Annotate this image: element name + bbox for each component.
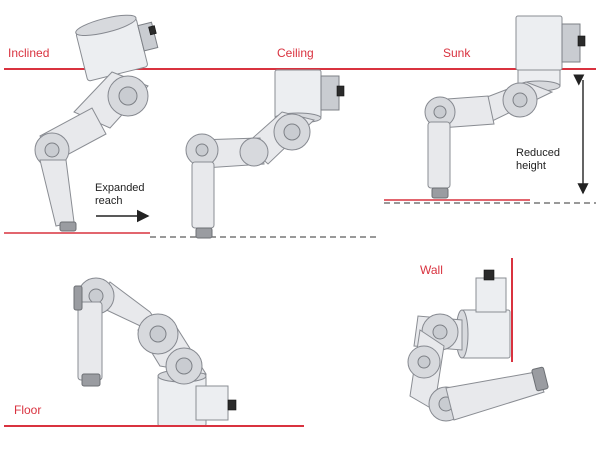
robot-inclined <box>34 14 159 232</box>
label-expanded-line2: reach <box>95 195 123 207</box>
robot-ceiling <box>185 69 345 239</box>
label-inclined: Inclined <box>8 46 49 60</box>
label-ceiling: Ceiling <box>277 46 314 60</box>
label-floor: Floor <box>14 403 41 417</box>
robot-wall <box>407 269 549 422</box>
robot-sunk <box>424 15 586 199</box>
label-wall: Wall <box>420 263 443 277</box>
robot-floor <box>73 277 237 427</box>
label-sunk: Sunk <box>443 46 471 60</box>
label-reduced-line1: Reduced <box>516 147 560 159</box>
label-reduced-line2: height <box>516 160 546 172</box>
label-expanded-line1: Expanded <box>95 182 145 194</box>
